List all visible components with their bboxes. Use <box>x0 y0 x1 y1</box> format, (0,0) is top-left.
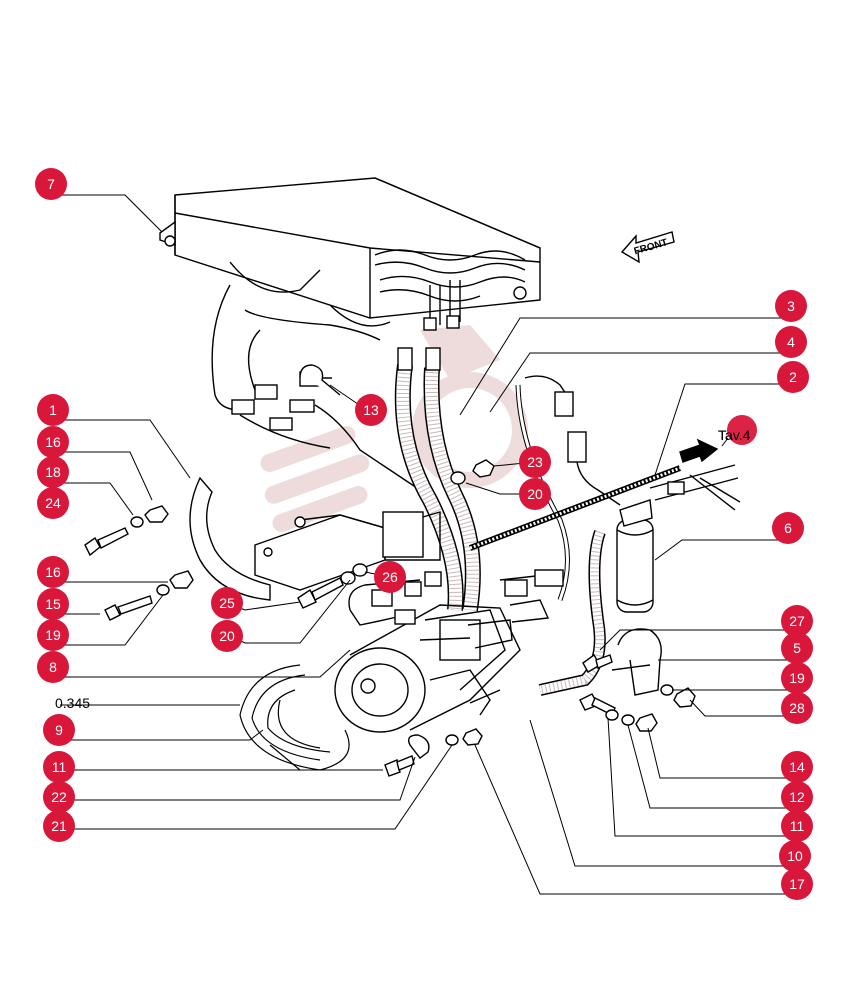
callout: 23 <box>519 446 551 478</box>
callout: 6 <box>772 512 804 544</box>
callout: 4 <box>775 326 807 358</box>
callout: 8 <box>37 651 69 683</box>
svg-text:6: 6 <box>784 520 792 536</box>
callout: 12 <box>781 781 813 813</box>
svg-text:18: 18 <box>45 464 61 480</box>
tav-callout <box>727 415 757 445</box>
watermark <box>260 325 528 533</box>
svg-text:12: 12 <box>789 789 805 805</box>
hoses <box>394 347 481 612</box>
svg-text:15: 15 <box>45 596 61 612</box>
svg-text:27: 27 <box>789 613 805 629</box>
tav-label-front: Tav.4 <box>718 427 751 443</box>
callout: 9 <box>43 714 75 746</box>
line-art <box>84 177 741 777</box>
svg-text:24: 24 <box>45 495 61 511</box>
svg-text:10: 10 <box>787 848 803 864</box>
svg-text:25: 25 <box>219 595 235 611</box>
callout: 7 <box>35 168 67 200</box>
callout: 10 <box>779 840 811 872</box>
callout: 3 <box>775 290 807 322</box>
callout: 25 <box>211 587 243 619</box>
clamp <box>611 628 662 696</box>
callout: 2 <box>777 361 809 393</box>
svg-text:8: 8 <box>49 659 57 675</box>
svg-text:21: 21 <box>51 818 67 834</box>
callout: 16 <box>37 556 69 588</box>
svg-text:19: 19 <box>789 670 805 686</box>
callout: 24 <box>37 487 69 519</box>
callout: 11 <box>781 810 813 842</box>
tav-arrow <box>679 438 719 463</box>
svg-text:1: 1 <box>49 402 57 418</box>
callout: 5 <box>781 632 813 664</box>
svg-text:3: 3 <box>787 298 795 314</box>
svg-text:4: 4 <box>787 334 795 350</box>
side-label: 0.345 <box>55 695 90 711</box>
svg-text:16: 16 <box>45 434 61 450</box>
compressor <box>239 569 564 771</box>
svg-text:13: 13 <box>363 402 379 418</box>
callout: 20 <box>211 620 243 652</box>
svg-text:11: 11 <box>52 759 67 775</box>
svg-text:26: 26 <box>382 569 398 585</box>
svg-text:5: 5 <box>793 640 801 656</box>
callout: 11 <box>43 751 75 783</box>
callout: 19 <box>37 619 69 651</box>
callout: 15 <box>37 588 69 620</box>
callout: 18 <box>37 456 69 488</box>
svg-text:11: 11 <box>790 818 805 834</box>
callout: 20 <box>519 478 551 510</box>
svg-text:19: 19 <box>45 627 61 643</box>
receiver-drier <box>616 499 654 613</box>
svg-text:20: 20 <box>527 486 543 502</box>
svg-text:28: 28 <box>789 700 805 716</box>
callout: 16 <box>37 426 69 458</box>
svg-text:17: 17 <box>789 876 805 892</box>
svg-text:20: 20 <box>219 628 235 644</box>
evaporator-unit <box>159 177 541 331</box>
callout: 26 <box>374 561 406 593</box>
svg-text:16: 16 <box>45 564 61 580</box>
front-arrow <box>620 231 675 264</box>
svg-text:22: 22 <box>51 789 67 805</box>
svg-text:9: 9 <box>55 722 63 738</box>
svg-text:23: 23 <box>527 454 543 470</box>
callout: 14 <box>781 751 813 783</box>
callout: 19 <box>781 662 813 694</box>
callout: 13 <box>355 394 387 426</box>
callout: 27 <box>781 605 813 637</box>
callout: 17 <box>781 868 813 900</box>
svg-text:7: 7 <box>47 176 55 192</box>
leader-lines <box>49 184 798 895</box>
callouts: 7 3 4 2 1 16 18 24 13 23 20 6 16 15 19 2… <box>35 168 813 900</box>
callout: 1 <box>37 394 69 426</box>
hardware <box>84 364 696 777</box>
callout: 21 <box>43 810 75 842</box>
svg-text:14: 14 <box>789 759 805 775</box>
callout: 28 <box>781 692 813 724</box>
callout: 22 <box>43 781 75 813</box>
svg-text:2: 2 <box>789 369 797 385</box>
